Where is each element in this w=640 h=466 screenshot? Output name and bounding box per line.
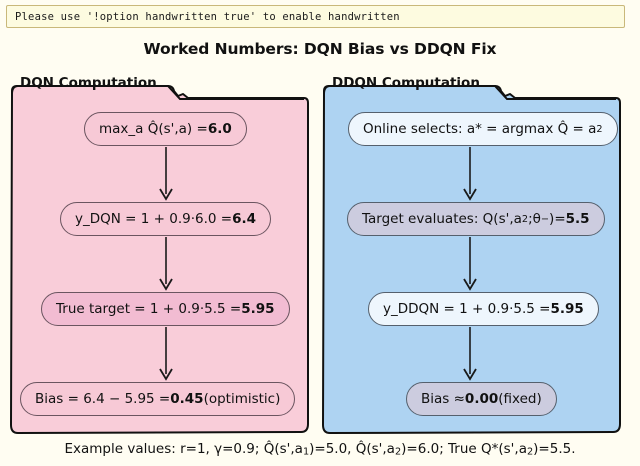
node-dqn-true-target-value: 5.95 <box>241 301 275 317</box>
caption-sub2: 2 <box>394 446 402 458</box>
node-ddqn-online-selects-sub: 2 <box>596 123 603 135</box>
panel-ddqn-title: DDQN Computation <box>332 75 480 91</box>
node-ddqn-yddqn-pre: y_DDQN = 1 + 0.9·5.5 = <box>383 301 551 317</box>
node-ddqn-target-evaluates-sup: − <box>540 213 550 225</box>
panel-ddqn-shape <box>322 85 621 434</box>
node-dqn-bias: Bias = 6.4 − 5.95 = 0.45 (optimistic) <box>20 382 296 416</box>
node-ddqn-target-evaluates-sub: 2 <box>521 213 529 225</box>
node-dqn-bias-post: (optimistic) <box>203 391 281 407</box>
node-ddqn-target-evaluates-mid2: )= <box>549 211 566 227</box>
caption-post: )=5.5. <box>533 441 576 457</box>
handwritten-option-notice: Please use '!option handwritten true' to… <box>6 5 625 28</box>
caption: Example values: r=1, γ=0.9; Q̂(s',a1)=5.… <box>0 441 640 458</box>
node-ddqn-target-evaluates-mid: ;θ <box>528 211 541 227</box>
notice-text: Please use '!option handwritten true' to… <box>15 10 400 23</box>
node-ddqn-bias-pre: Bias ≈ <box>421 391 465 407</box>
page-title: Worked Numbers: DQN Bias vs DDQN Fix <box>143 40 497 58</box>
caption-sub1: 1 <box>302 446 310 458</box>
node-dqn-ydqn: y_DQN = 1 + 0.9·6.0 = 6.4 <box>60 202 271 236</box>
panel-ddqn: DDQN Computation Online selects: a* = ar… <box>320 72 622 438</box>
node-dqn-max-q-pre: max_a Q̂(s',a) = <box>99 121 208 137</box>
node-ddqn-bias-value: 0.00 <box>464 391 499 407</box>
caption-pre: Example values: r=1, γ=0.9; Q̂(s',a <box>64 441 303 457</box>
caption-mid2: )=6.0; True Q*(s',a <box>401 441 527 457</box>
node-dqn-max-q-value: 6.0 <box>207 121 232 137</box>
panel-dqn: DQN Computation max_a Q̂(s',a) = 6.0 y_D… <box>8 72 310 438</box>
node-ddqn-bias: Bias ≈ 0.00 (fixed) <box>406 382 557 416</box>
node-dqn-ydqn-value: 6.4 <box>232 211 256 227</box>
node-ddqn-bias-post: (fixed) <box>498 391 542 407</box>
node-dqn-bias-value: 0.45 <box>170 391 204 407</box>
panel-dqn-title: DQN Computation <box>20 75 157 91</box>
node-ddqn-yddqn-value: 5.95 <box>550 301 584 317</box>
caption-mid1: )=5.0, Q̂(s',a <box>309 441 395 457</box>
node-dqn-ydqn-pre: y_DQN = 1 + 0.9·6.0 = <box>75 211 233 227</box>
node-ddqn-target-evaluates-value: 5.5 <box>565 211 590 227</box>
node-ddqn-online-selects-pre: Online selects: a* = argmax Q̂ = a <box>363 121 597 137</box>
node-ddqn-yddqn: y_DDQN = 1 + 0.9·5.5 = 5.95 <box>368 292 599 326</box>
node-dqn-bias-pre: Bias = 6.4 − 5.95 = <box>35 391 171 407</box>
node-ddqn-target-evaluates-pre: Target evaluates: Q(s',a <box>362 211 522 227</box>
node-dqn-max-q: max_a Q̂(s',a) = 6.0 <box>84 112 247 146</box>
panel-dqn-shape <box>10 85 309 434</box>
node-dqn-true-target-pre: True target = 1 + 0.9·5.5 = <box>56 301 242 317</box>
node-dqn-true-target: True target = 1 + 0.9·5.5 = 5.95 <box>41 292 290 326</box>
caption-sub3: 2 <box>526 446 534 458</box>
